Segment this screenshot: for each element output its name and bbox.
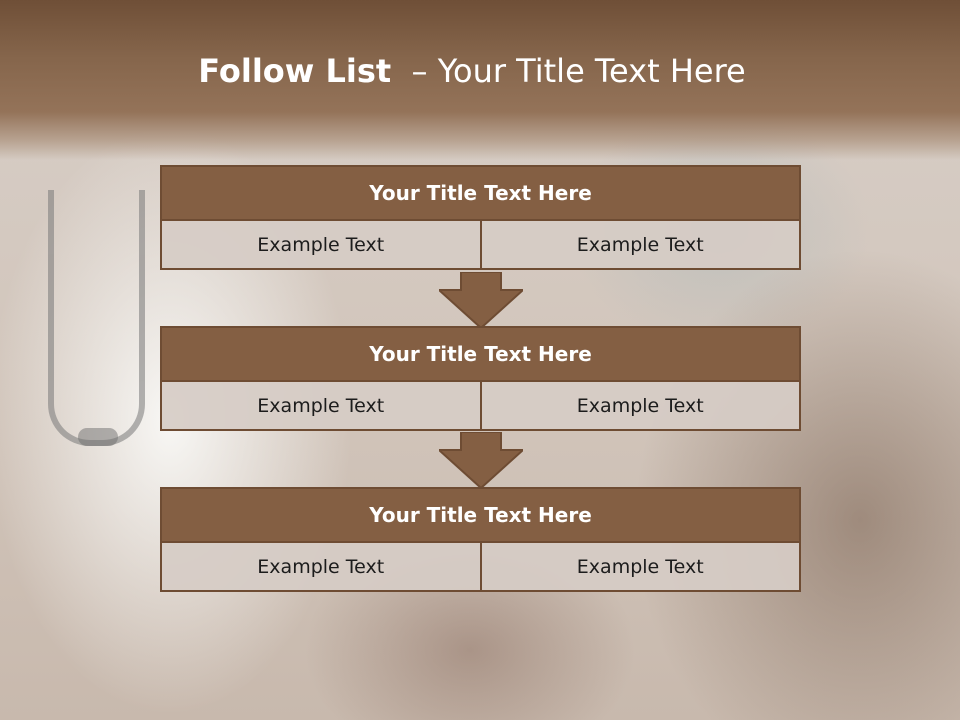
header-band [0, 0, 960, 160]
block-cell-left: Example Text [160, 221, 482, 270]
list-block-1: Your Title Text Here Example Text Exampl… [160, 165, 801, 270]
stethoscope-shape [48, 190, 145, 446]
list-block-3: Your Title Text Here Example Text Exampl… [160, 487, 801, 592]
block-row: Example Text Example Text [160, 382, 801, 431]
block-cell-left: Example Text [160, 543, 482, 592]
block-row: Example Text Example Text [160, 543, 801, 592]
slide-title-rest: – Your Title Text Here [411, 52, 746, 90]
block-row: Example Text Example Text [160, 221, 801, 270]
block-cell-right: Example Text [481, 221, 801, 270]
block-title: Your Title Text Here [160, 487, 801, 543]
slide-title: Follow List – Your Title Text Here [0, 52, 944, 90]
block-cell-left: Example Text [160, 382, 482, 431]
down-arrow-icon [439, 432, 523, 488]
block-cell-right: Example Text [481, 543, 801, 592]
slide-title-strong: Follow List [198, 52, 392, 90]
down-arrow-icon [439, 272, 523, 328]
block-title: Your Title Text Here [160, 326, 801, 382]
block-cell-right: Example Text [481, 382, 801, 431]
list-block-2: Your Title Text Here Example Text Exampl… [160, 326, 801, 431]
block-title: Your Title Text Here [160, 165, 801, 221]
stethoscope-chestpiece [78, 428, 118, 446]
